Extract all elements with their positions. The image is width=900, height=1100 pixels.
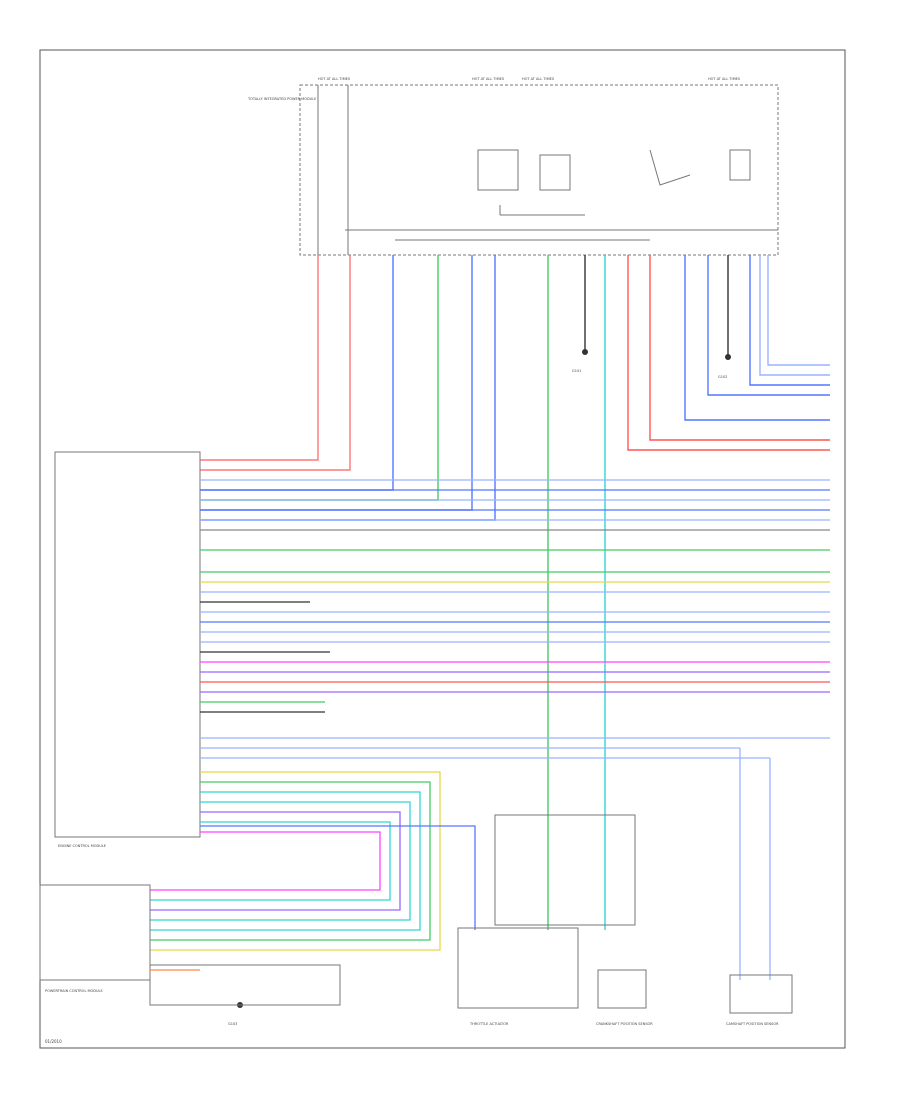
pcm-lower-box: POWERTRAIN CONTROL MODULE — [39, 884, 341, 1006]
throttle-label: THROTTLE ACTUATOR — [469, 1022, 509, 1026]
sensor-a-label: CRANKSHAFT POSITION SENSOR — [596, 1022, 653, 1026]
sensor-a: CRANKSHAFT POSITION SENSOR — [596, 969, 653, 1026]
diagram-frame — [39, 49, 846, 1049]
ground-symbols: G101 G102 G103 — [228, 349, 731, 1026]
ecm-horizontal-wires — [200, 479, 830, 980]
ground-label-2: G102 — [718, 375, 727, 379]
sensor-b-label: CAMSHAFT POSITION SENSOR — [726, 1022, 779, 1026]
ecm-label: ENGINE CONTROL MODULE — [58, 844, 106, 848]
ecm-box: ENGINE CONTROL MODULE — [54, 451, 201, 848]
tipm-label: TOTALLY INTEGRATED POWER MODULE — [247, 97, 316, 101]
fuse-label-3: HOT AT ALL TIMES — [522, 77, 555, 81]
fuse-label-2: HOT AT ALL TIMES — [472, 77, 505, 81]
sensor-b: CAMSHAFT POSITION SENSOR — [726, 974, 793, 1026]
lower-wires — [150, 771, 476, 951]
fuse-box-top: TOTALLY INTEGRATED POWER MODULE HOT AT A… — [247, 77, 779, 256]
pcm-lower-label: POWERTRAIN CONTROL MODULE — [45, 989, 103, 993]
footer-code: 01/2010 — [45, 1039, 62, 1044]
ground-label-1: G101 — [572, 369, 581, 373]
throttle-actuator: THROTTLE ACTUATOR — [457, 814, 636, 1026]
ground-label-3: G103 — [228, 1022, 237, 1026]
fuse-label-1: HOT AT ALL TIMES — [318, 77, 351, 81]
fuse-label-4: HOT AT ALL TIMES — [708, 77, 741, 81]
